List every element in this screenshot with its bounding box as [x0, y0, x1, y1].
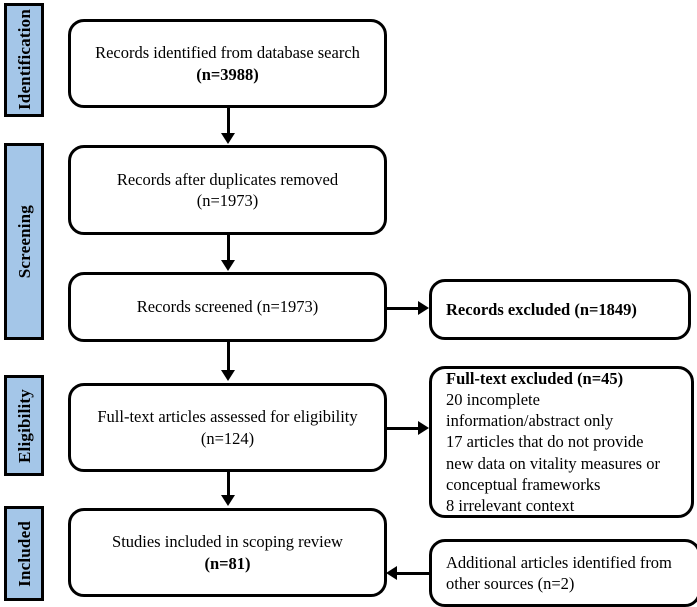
- box-duplicates-removed-count: (n=1973): [196, 191, 259, 210]
- stage-label-identification-text: Identification: [14, 9, 34, 111]
- box-records-excluded-line1: Records excluded (n=1849): [446, 299, 637, 319]
- connector-fulltext-to-excluded: [387, 427, 420, 430]
- box-fulltext-excluded-reason-1: information/abstract only: [446, 411, 614, 431]
- box-fulltext-excluded-reason-2: 17 articles that do not provide: [446, 432, 644, 452]
- arrowhead-fulltext-to-excluded: [418, 421, 429, 435]
- box-fulltext-assessed-count: (n=124): [200, 428, 255, 448]
- box-fulltext-excluded: Full-text excluded (n=45) 20 incomplete …: [429, 366, 694, 518]
- box-studies-included: Studies included in scoping review (n=81…: [68, 508, 387, 597]
- stage-label-included: Included: [4, 506, 44, 601]
- stage-label-included-text: Included: [14, 520, 34, 587]
- stage-label-screening-text: Screening: [14, 204, 34, 279]
- box-records-identified: Records identified from database search …: [68, 19, 387, 108]
- box-records-excluded-body: Records excluded (n=1849): [432, 299, 688, 320]
- box-records-screened-body: Records screened (n=1973): [71, 296, 384, 317]
- box-additional-articles-line2: other sources (n=2): [446, 574, 575, 593]
- arrowhead-screened-to-excluded: [418, 301, 429, 315]
- box-duplicates-removed-body: Records after duplicates removed (n=1973…: [71, 169, 384, 211]
- stage-label-screening: Screening: [4, 143, 44, 340]
- box-records-identified-body: Records identified from database search …: [71, 42, 384, 84]
- box-fulltext-excluded-body: Full-text excluded (n=45) 20 incomplete …: [432, 368, 691, 516]
- box-fulltext-assessed-line1: Full-text articles assessed for eligibil…: [97, 407, 358, 427]
- box-fulltext-excluded-reason-3: new data on vitality measures or: [446, 453, 660, 473]
- box-fulltext-excluded-heading: Full-text excluded (n=45): [446, 369, 624, 389]
- box-fulltext-assessed: Full-text articles assessed for eligibil…: [68, 383, 387, 472]
- arrowhead-screened-to-fulltext: [221, 370, 235, 381]
- box-records-screened-line1: Records screened (n=1973): [136, 297, 319, 317]
- arrowhead-additional-to-included: [386, 566, 397, 580]
- connector-screened-to-excluded: [387, 307, 420, 310]
- arrowhead-identified-to-duplicates: [221, 133, 235, 144]
- box-records-screened: Records screened (n=1973): [68, 272, 387, 342]
- box-additional-articles-line1: Additional articles identified from: [446, 552, 672, 572]
- arrowhead-fulltext-to-included: [221, 495, 235, 506]
- connector-additional-to-included: [396, 572, 430, 575]
- box-duplicates-removed: Records after duplicates removed (n=1973…: [68, 145, 387, 235]
- arrowhead-duplicates-to-screened: [221, 260, 235, 271]
- box-records-excluded: Records excluded (n=1849): [429, 279, 691, 340]
- box-records-identified-line1: Records identified from database search: [95, 43, 360, 63]
- box-additional-articles: Additional articles identified from othe…: [429, 539, 697, 607]
- stage-label-eligibility: Eligibility: [4, 375, 44, 476]
- stage-label-eligibility-text: Eligibility: [14, 388, 34, 463]
- box-records-identified-count: (n=3988): [196, 64, 259, 84]
- box-fulltext-excluded-reason-0: 20 incomplete: [446, 390, 540, 410]
- connector-screened-to-fulltext: [227, 342, 230, 371]
- box-studies-included-count: (n=81): [204, 553, 251, 573]
- connector-fulltext-to-included: [227, 472, 230, 496]
- connector-duplicates-to-screened: [227, 235, 230, 261]
- box-additional-articles-body: Additional articles identified from othe…: [432, 552, 697, 594]
- box-fulltext-excluded-reason-5: 8 irrelevant context: [446, 495, 575, 515]
- connector-identified-to-duplicates: [227, 108, 230, 134]
- box-fulltext-excluded-reason-4: conceptual frameworks: [446, 474, 601, 494]
- box-duplicates-removed-line1: Records after duplicates removed: [116, 169, 339, 189]
- box-studies-included-body: Studies included in scoping review (n=81…: [71, 531, 384, 573]
- box-studies-included-line1: Studies included in scoping review: [112, 532, 343, 552]
- box-fulltext-assessed-body: Full-text articles assessed for eligibil…: [71, 406, 384, 448]
- stage-label-identification: Identification: [4, 3, 44, 117]
